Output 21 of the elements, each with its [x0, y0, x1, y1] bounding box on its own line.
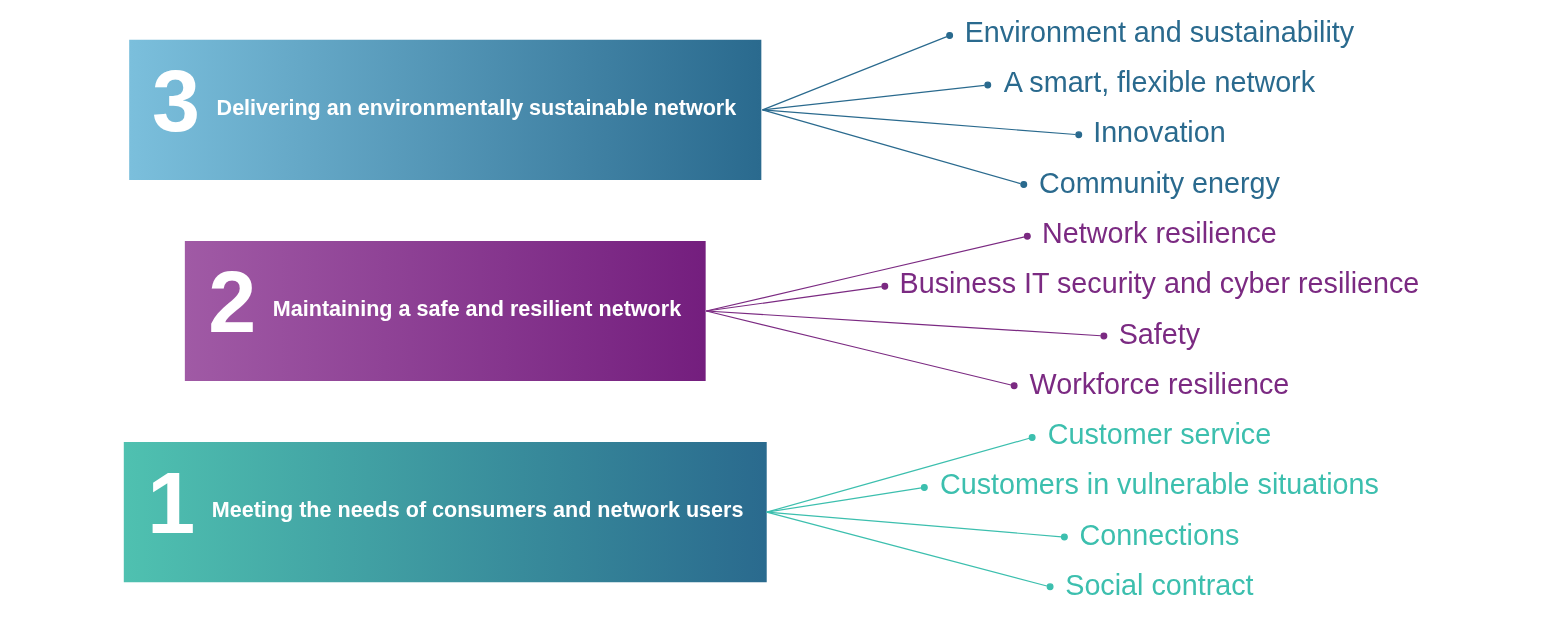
- node-text: Community energy: [1038, 166, 1280, 199]
- node-text: Environment and sustainability: [964, 15, 1355, 48]
- connector: [761, 32, 954, 111]
- connector: [766, 511, 1054, 591]
- connector: [761, 81, 992, 111]
- node-text: Social contract: [1065, 568, 1254, 601]
- node-text: Customers in vulnerable situations: [939, 468, 1379, 501]
- connector: [766, 483, 928, 513]
- node-text: Connections: [1079, 518, 1240, 551]
- connector: [766, 434, 1036, 513]
- node-text: Innovation: [1093, 116, 1226, 149]
- connector: [761, 109, 1083, 139]
- node-text: Network resilience: [1042, 216, 1277, 249]
- node-text: Customer service: [1047, 418, 1272, 451]
- connector: [705, 310, 1108, 340]
- node-text: Business IT security and cyber resilience: [899, 267, 1420, 300]
- connector: [705, 310, 1018, 390]
- node-text: Workforce resilience: [1029, 367, 1290, 400]
- node-text: A smart, flexible network: [1003, 66, 1316, 99]
- node-text: Safety: [1118, 317, 1201, 350]
- connector: [761, 109, 1028, 188]
